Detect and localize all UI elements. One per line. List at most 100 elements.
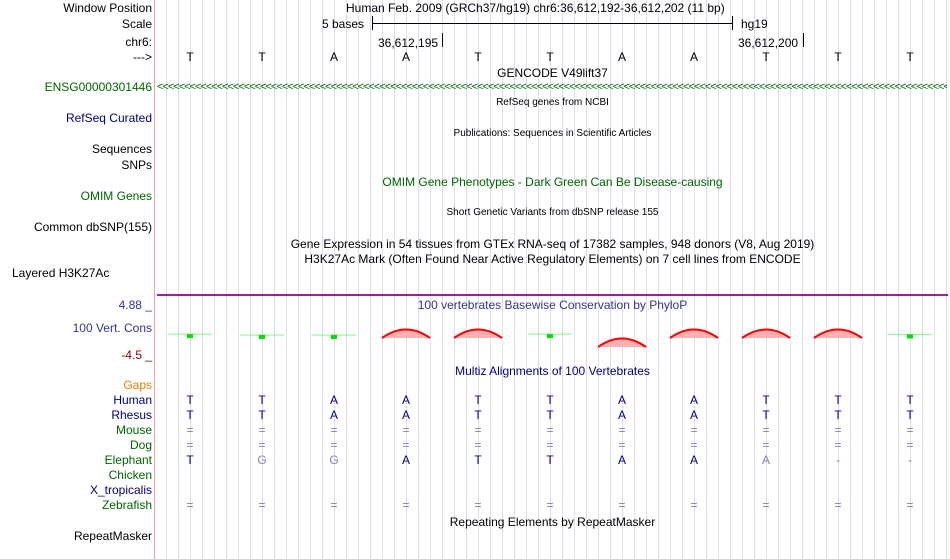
aligned-base: = bbox=[834, 438, 842, 452]
grid-line bbox=[886, 0, 887, 559]
label-scale: Scale bbox=[121, 17, 152, 31]
reference-base: A bbox=[689, 50, 698, 64]
aligned-base: = bbox=[546, 423, 554, 437]
grid-line bbox=[910, 0, 911, 559]
aligned-base: = bbox=[618, 498, 626, 512]
grid-line bbox=[754, 0, 755, 559]
label-gaps: Gaps bbox=[123, 378, 152, 392]
grid-line bbox=[934, 0, 935, 559]
species-label[interactable]: Human bbox=[113, 393, 152, 407]
aligned-base: A bbox=[689, 393, 698, 407]
grid-line bbox=[742, 0, 743, 559]
reference-base: T bbox=[762, 50, 770, 64]
label-ensg[interactable]: ENSG00000301446 bbox=[44, 80, 152, 94]
aligned-base: = bbox=[546, 498, 554, 512]
phylop-mark bbox=[381, 328, 431, 339]
grid-line bbox=[670, 0, 671, 559]
aligned-base: = bbox=[690, 498, 698, 512]
reference-base: T bbox=[906, 50, 914, 64]
label-h3k27[interactable]: Layered H3K27Ac bbox=[12, 266, 110, 280]
grid-line bbox=[838, 0, 839, 559]
track-title-gencode: GENCODE V49lift37 bbox=[497, 66, 608, 80]
label-snps[interactable]: SNPs bbox=[121, 158, 152, 172]
phylop-mark bbox=[312, 334, 356, 339]
aligned-base: A bbox=[329, 408, 338, 422]
species-label[interactable]: Elephant bbox=[104, 453, 152, 467]
label-cons[interactable]: 100 Vert. Cons bbox=[72, 321, 152, 335]
grid-line bbox=[850, 0, 851, 559]
position-tick bbox=[803, 33, 804, 47]
phylop-mark bbox=[528, 333, 572, 339]
grid-line bbox=[238, 0, 239, 559]
reference-base: A bbox=[329, 50, 338, 64]
aligned-base: A bbox=[617, 408, 626, 422]
grid-line bbox=[346, 0, 347, 559]
grid-line bbox=[466, 0, 467, 559]
aligned-base: T bbox=[258, 408, 266, 422]
grid-line bbox=[586, 0, 587, 559]
aligned-base: = bbox=[186, 438, 194, 452]
label-sequences[interactable]: Sequences bbox=[91, 142, 152, 156]
grid-line bbox=[802, 0, 803, 559]
aligned-base: = bbox=[186, 498, 194, 512]
label-window-position: Window Position bbox=[63, 1, 152, 15]
phylop-mark bbox=[453, 328, 503, 339]
aligned-base: T bbox=[906, 408, 914, 422]
base-grid bbox=[155, 0, 950, 559]
gene-ensg-strand-line[interactable]: <<<<<<<<<<<<<<<<<<<<<<<<<<<<<<<<<<<<<<<<… bbox=[157, 81, 947, 93]
aligned-base: T bbox=[186, 453, 194, 467]
grid-line bbox=[874, 0, 875, 559]
grid-line bbox=[622, 0, 623, 559]
grid-line bbox=[490, 0, 491, 559]
grid-line bbox=[214, 0, 215, 559]
grid-line bbox=[418, 0, 419, 559]
grid-line bbox=[250, 0, 251, 559]
aligned-base: = bbox=[906, 423, 914, 437]
aligned-base: A bbox=[401, 393, 410, 407]
grid-line bbox=[310, 0, 311, 559]
label-omim[interactable]: OMIM Genes bbox=[80, 189, 152, 203]
label-refseq[interactable]: RefSeq Curated bbox=[65, 111, 152, 125]
position-1: 36,612,195 bbox=[378, 36, 439, 50]
position-tick bbox=[442, 33, 443, 47]
species-label[interactable]: Mouse bbox=[115, 423, 152, 437]
grid-line bbox=[790, 0, 791, 559]
aligned-base: G bbox=[257, 453, 267, 467]
aligned-base: = bbox=[834, 423, 842, 437]
aligned-base: = bbox=[762, 423, 770, 437]
grid-line bbox=[634, 0, 635, 559]
species-label[interactable]: Dog bbox=[129, 438, 152, 452]
track-title-pubs: Publications: Sequences in Scientific Ar… bbox=[453, 128, 652, 139]
reference-base: A bbox=[617, 50, 626, 64]
grid-line bbox=[514, 0, 515, 559]
aligned-base: T bbox=[546, 408, 554, 422]
aligned-base: = bbox=[834, 498, 842, 512]
track-title-omim: OMIM Gene Phenotypes - Dark Green Can Be… bbox=[382, 175, 723, 189]
phylop-mark bbox=[813, 328, 863, 339]
species-label[interactable]: Chicken bbox=[108, 468, 152, 482]
grid-line bbox=[202, 0, 203, 559]
aligned-base: A bbox=[401, 453, 410, 467]
aligned-base: A bbox=[689, 453, 698, 467]
grid-line bbox=[226, 0, 227, 559]
aligned-base: = bbox=[402, 438, 410, 452]
label-repeatmasker[interactable]: RepeatMasker bbox=[73, 529, 152, 543]
grid-line bbox=[814, 0, 815, 559]
grid-line bbox=[382, 0, 383, 559]
species-label[interactable]: Rhesus bbox=[111, 408, 152, 422]
aligned-base: = bbox=[690, 423, 698, 437]
phylop-mark bbox=[168, 333, 212, 339]
grid-line bbox=[682, 0, 683, 559]
species-label[interactable]: Zebrafish bbox=[101, 498, 152, 512]
species-label[interactable]: X_tropicalis bbox=[89, 483, 152, 497]
aligned-base: T bbox=[474, 408, 482, 422]
label-chr: chr6: bbox=[125, 35, 152, 49]
aligned-base: T bbox=[258, 393, 266, 407]
label-dbsnp[interactable]: Common dbSNP(155) bbox=[33, 220, 152, 234]
track-title-gtex: Gene Expression in 54 tissues from GTEx … bbox=[290, 237, 815, 251]
aligned-base: = bbox=[330, 498, 338, 512]
grid-line bbox=[826, 0, 827, 559]
reference-base: T bbox=[474, 50, 482, 64]
grid-line bbox=[862, 0, 863, 559]
scale-bar-tick bbox=[732, 16, 733, 30]
